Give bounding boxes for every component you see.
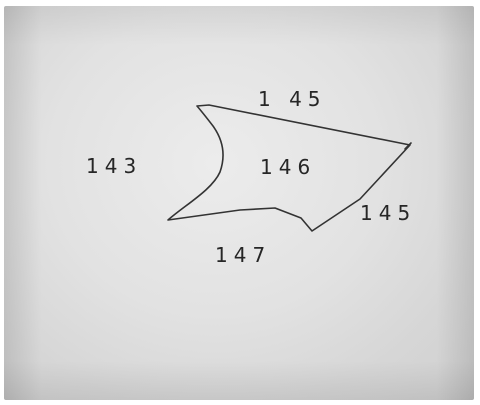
label-right: 145: [360, 201, 416, 225]
label-left: 143: [86, 154, 142, 178]
label-top: 1 45: [258, 87, 327, 111]
label-center: 146: [260, 155, 316, 179]
corner-tick: [404, 142, 412, 150]
region-outline: [167, 104, 411, 232]
label-bottom: 147: [215, 243, 271, 267]
